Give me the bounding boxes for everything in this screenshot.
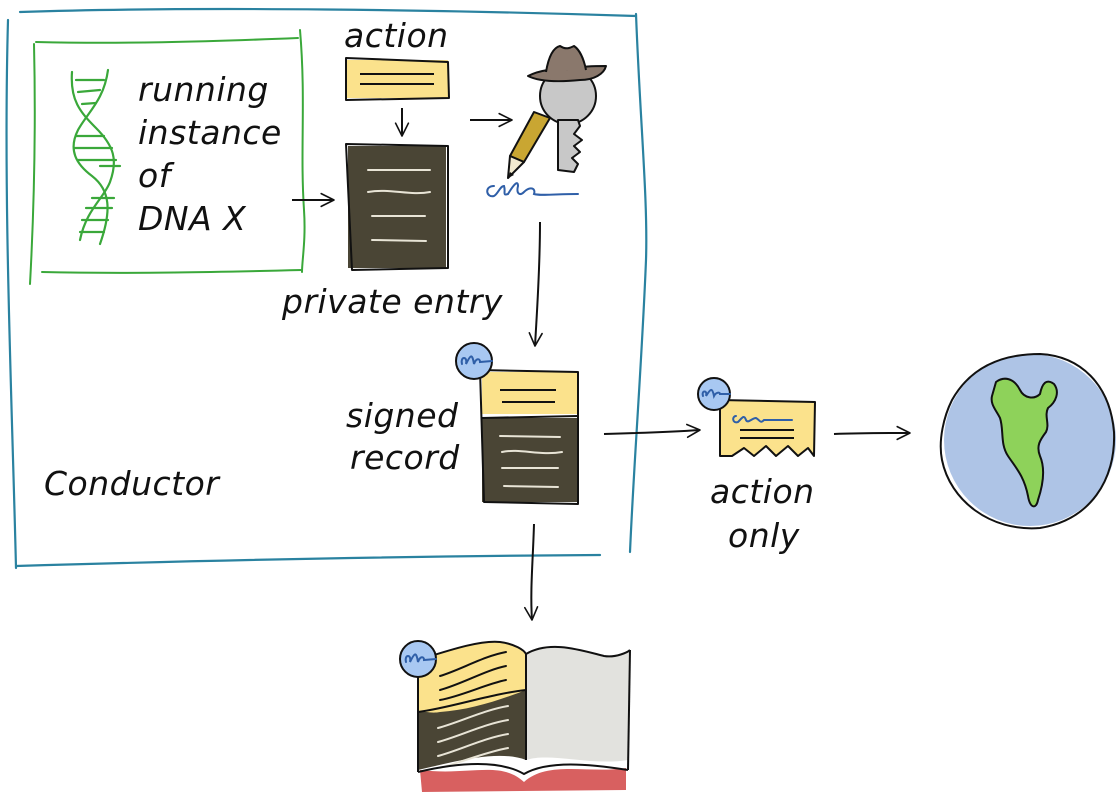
conductor-boundary [5,7,648,570]
action-label: action [344,16,449,55]
arrow-signer-to-signed-record [528,221,543,347]
private-entry-label: private entry [282,282,503,321]
conductor-label: Conductor [44,464,220,503]
signature-icon [486,182,579,198]
seal-icon [455,342,493,380]
dna-instance-label-line-2: instance [138,113,282,152]
signed-record-label-line-1: signed [346,396,459,435]
dna-instance-label-line-4: DNA X [138,199,247,238]
arrow-signed-record-to-source-chain [523,523,539,621]
signed-record-label-line-2: record [350,438,460,477]
arrow-action-only-to-network [833,425,911,441]
action-only-label-line-2: only [728,516,800,555]
globe-icon [939,352,1116,530]
dna-instance-label-line-3: of [138,156,171,195]
signed-action-note-icon [697,377,816,457]
seal-icon [697,377,731,411]
action-only-label-line-1: action [710,472,815,511]
agent-key-pencil-signature-icon [486,45,607,198]
dna-helix-icon [70,68,122,246]
private-entry-document-icon [345,143,449,271]
open-book-icon [399,640,631,792]
seal-icon [399,640,437,678]
action-note-icon [345,57,450,101]
dna-instance-label-line-1: running [138,70,269,109]
pencil-icon [507,111,551,179]
hat-icon [527,45,607,83]
dna-instance-box [29,29,306,285]
arrow-signed-record-to-action-only [603,423,701,439]
signed-record-document-icon [455,342,579,505]
